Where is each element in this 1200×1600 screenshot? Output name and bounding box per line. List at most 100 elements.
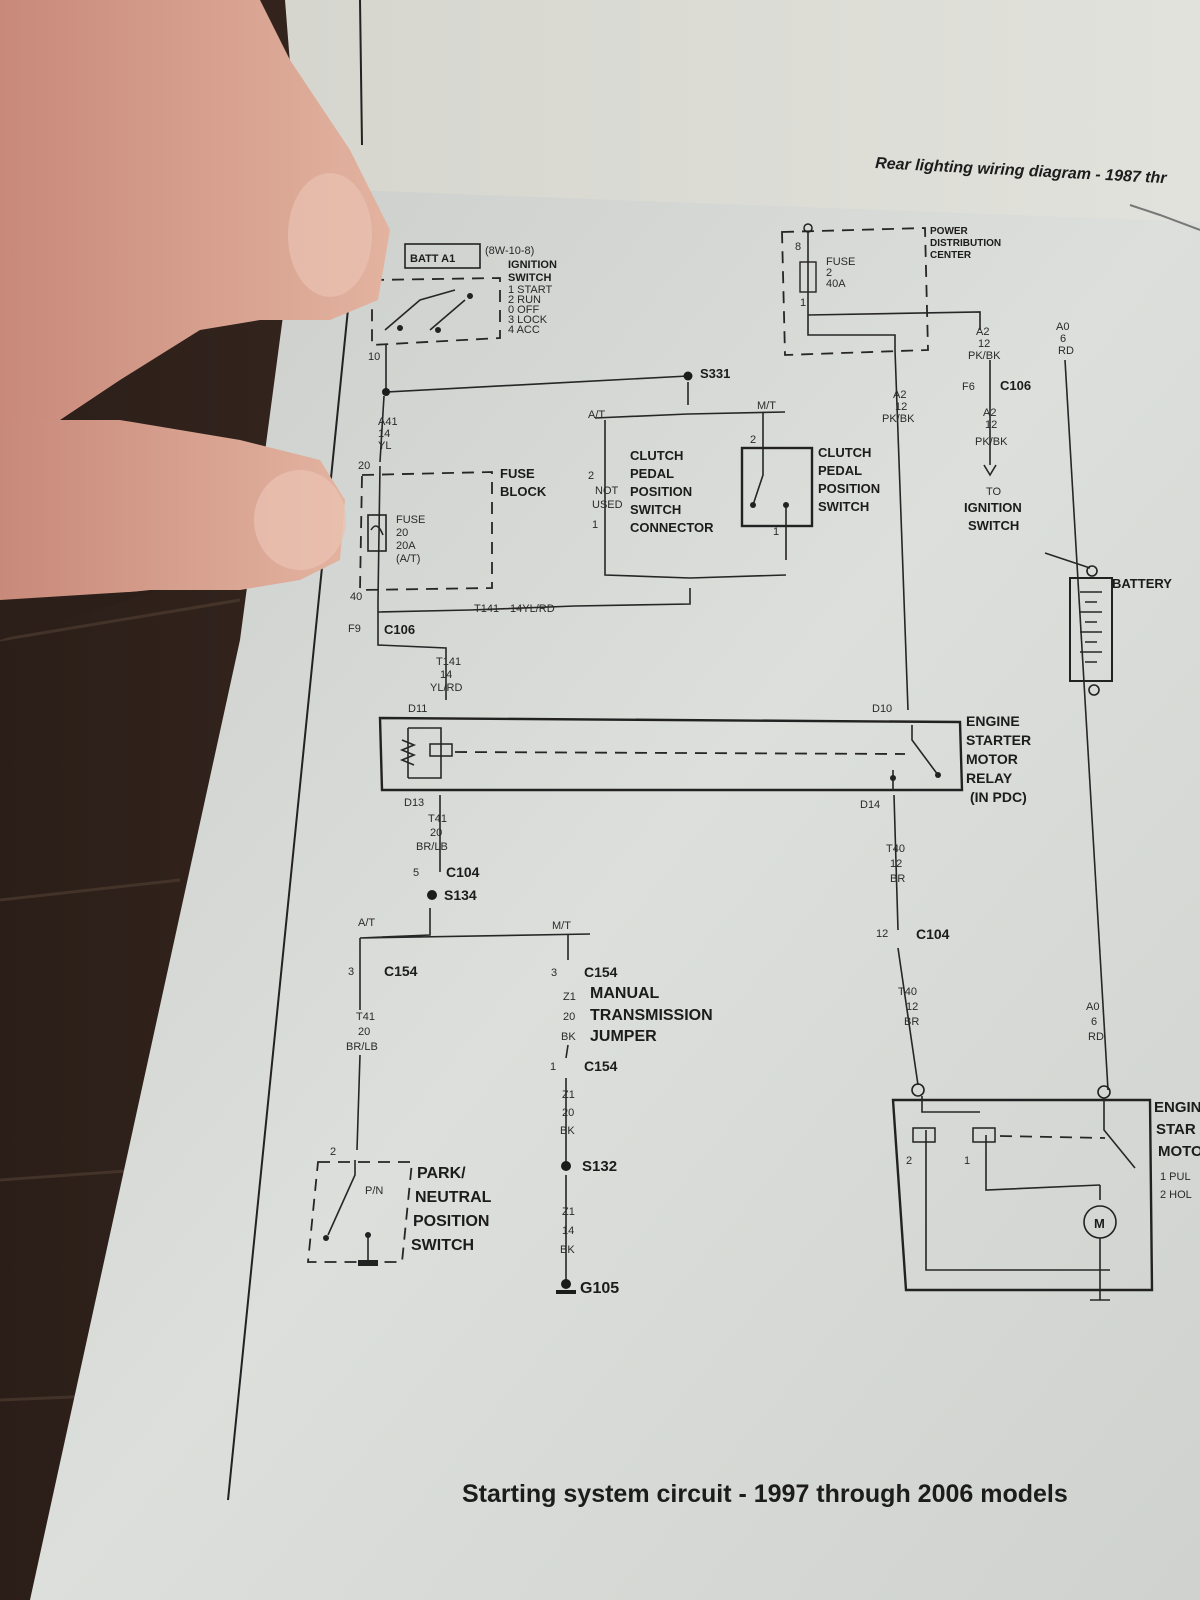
ignition-contacts bbox=[384, 289, 466, 331]
pdc-wires bbox=[807, 232, 981, 350]
clutch-connector: A/T 2 NOT USED 1 CLUTCH PEDAL POSITION S… bbox=[588, 409, 787, 579]
pdc-fuse-2: 2 bbox=[826, 267, 832, 279]
relay-line-3: MOTOR bbox=[966, 751, 1018, 767]
wire-z1-a-2: 20 bbox=[562, 1107, 574, 1119]
relay-line-4: RELAY bbox=[966, 770, 1013, 786]
wire-a2-lower-2: 12 bbox=[985, 419, 997, 431]
wire-a2-left-3: PK/BK bbox=[882, 413, 915, 425]
ignition-ref: (8W-10-8) bbox=[485, 245, 534, 257]
splice-s331-label: S331 bbox=[700, 366, 730, 381]
c104-left-conn: C104 bbox=[446, 864, 480, 880]
fuse-symbol bbox=[367, 514, 387, 552]
starter-pin1: 1 bbox=[964, 1155, 970, 1167]
clutch-branch-mt: M/T bbox=[757, 400, 776, 412]
clutch-connector-pin2: 2 bbox=[588, 470, 594, 482]
ignition-contact-dot bbox=[467, 293, 473, 299]
upper-page bbox=[285, 0, 1200, 230]
jumper-line-1: MANUAL bbox=[590, 985, 660, 1002]
relay-coil-core bbox=[429, 743, 453, 757]
ignition-pos-2: 2 RUN bbox=[508, 294, 541, 306]
starter-box bbox=[891, 1098, 1154, 1292]
wire-t41-top-1: T41 bbox=[428, 813, 447, 825]
starter-line-3: MOTO bbox=[1158, 1143, 1200, 1160]
wire-z1-a-1: Z1 bbox=[562, 1089, 575, 1101]
fuse-line-2: 20 bbox=[396, 527, 408, 539]
splice-dot bbox=[382, 388, 390, 396]
starter-line-2: STAR bbox=[1156, 1121, 1196, 1138]
clutch-notused-1: NOT bbox=[595, 485, 619, 497]
wire-a2-lower-3: PK/BK bbox=[975, 436, 1008, 448]
fuse-block-title-2: BLOCK bbox=[500, 484, 547, 499]
relay-line-2: STARTER bbox=[966, 732, 1031, 748]
starter-pin2: 2 bbox=[906, 1155, 912, 1167]
clutch-switch-line-4: SWITCH bbox=[818, 499, 869, 514]
wire-t40-a-2: 12 bbox=[890, 858, 902, 870]
pnp-line-1: PARK/ bbox=[417, 1165, 466, 1182]
to-ignition-1: TO bbox=[986, 486, 1002, 498]
splice-s132-label: S132 bbox=[582, 1158, 617, 1175]
starter-linkage bbox=[999, 1135, 1106, 1139]
wire-clutch-connector bbox=[604, 420, 787, 579]
fuse-block: 20 FUSE BLOCK FUSE 20 20A (A/T) 40 F9 C1… bbox=[348, 460, 547, 637]
clutch-switch-line-1: CLUTCH bbox=[818, 445, 871, 460]
jumper-line-2: TRANSMISSION bbox=[590, 1007, 713, 1024]
relay-coil bbox=[399, 728, 417, 778]
pdc-fuse-1: FUSE bbox=[826, 256, 855, 268]
clutch-connector-line-2: PEDAL bbox=[630, 466, 674, 481]
ignition-pos-1: 1 START bbox=[508, 284, 552, 296]
wire-t40-a-3: BR bbox=[890, 873, 905, 885]
jumper-wire-2: 20 bbox=[563, 1011, 575, 1023]
splice-s134-dot bbox=[427, 890, 437, 900]
fingernail-lower bbox=[254, 470, 346, 570]
c106-left-pin: F9 bbox=[348, 623, 361, 635]
ground-g105-bar bbox=[556, 1290, 576, 1294]
wire-t141-vertical bbox=[377, 600, 447, 700]
jumper-wire-3: BK bbox=[561, 1031, 576, 1043]
branch-mt: M/T bbox=[552, 920, 571, 932]
relay-contact-dot bbox=[935, 772, 941, 778]
splice-s331-dot bbox=[683, 371, 693, 381]
wire-t40-a-1: T40 bbox=[886, 843, 905, 855]
power-distribution-center: POWER DISTRIBUTION CENTER 8 FUSE 2 40A 1 bbox=[781, 223, 1001, 356]
wire-t141-v-3: YL/RD bbox=[430, 682, 462, 694]
c106-right-conn: C106 bbox=[1000, 378, 1031, 393]
starter-contacts bbox=[1099, 1098, 1136, 1200]
figure-caption: Starting system circuit - 1997 through 2… bbox=[462, 1480, 1068, 1508]
relay-line-1: ENGINE bbox=[966, 713, 1020, 729]
wire-mt-branch bbox=[565, 934, 569, 1285]
wire-t41-bottom-2: 20 bbox=[358, 1026, 370, 1038]
c154-lower-conn: C154 bbox=[584, 1058, 618, 1074]
ignition-dashed-box bbox=[371, 277, 501, 346]
starter-pull-in-coil bbox=[912, 1127, 936, 1143]
wire-a0 bbox=[1064, 359, 1109, 1091]
c154-left-conn: C154 bbox=[384, 963, 418, 979]
ignition-pos-5: 4 ACC bbox=[508, 324, 540, 336]
pdc-line-2: DISTRIBUTION bbox=[930, 238, 1001, 249]
pnp-ground bbox=[358, 1260, 378, 1266]
battery-terminal-neg bbox=[1088, 684, 1100, 696]
fuse-line-3: 20A bbox=[396, 540, 416, 552]
clutch-connector-pin1: 1 bbox=[592, 519, 598, 531]
pnp-line-2: NEUTRAL bbox=[415, 1189, 492, 1206]
c154-mid-pin: 3 bbox=[551, 967, 557, 979]
pnp-line-4: SWITCH bbox=[411, 1237, 474, 1254]
starter-motor-m: M bbox=[1094, 1216, 1105, 1231]
pnp-contact-dot bbox=[323, 1235, 329, 1241]
wire-a2-right-1: A2 bbox=[976, 326, 989, 338]
battery: BATTERY bbox=[1044, 552, 1172, 696]
wire-t40-b-1: T40 bbox=[898, 986, 917, 998]
wire-a41-label-2: 14 bbox=[378, 428, 390, 440]
wire-a0-top-2: 6 bbox=[1060, 333, 1066, 345]
wire-a2-left-1: A2 bbox=[893, 389, 906, 401]
wire-t141-h-gauge: 14YL/RD bbox=[510, 603, 555, 615]
pnp-contacts bbox=[327, 1160, 369, 1262]
wire-a0-bottom-2: 6 bbox=[1091, 1016, 1097, 1028]
wire-a0-bottom-1: A0 bbox=[1086, 1001, 1099, 1013]
ignition-pos-3: 0 OFF bbox=[508, 304, 539, 316]
c106-right-pin: F6 bbox=[962, 381, 975, 393]
starter-line-1: ENGIN bbox=[1154, 1099, 1200, 1116]
wire-a2-right-3: PK/BK bbox=[968, 350, 1001, 362]
relay-line-5: (IN PDC) bbox=[970, 789, 1027, 805]
ground-g105-dot bbox=[561, 1279, 571, 1289]
